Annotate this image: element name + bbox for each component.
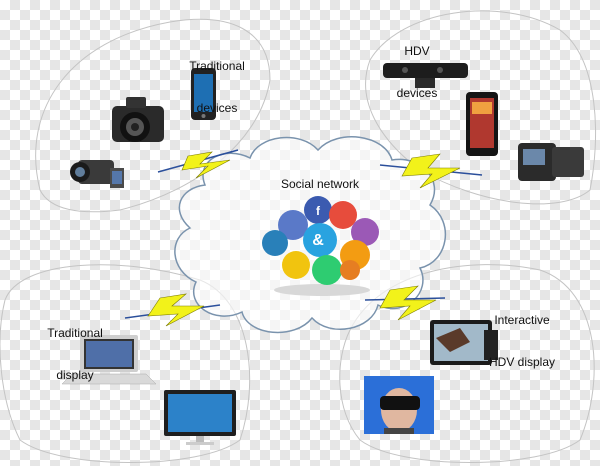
lightning-link-icon bbox=[181, 151, 231, 179]
label-line: Interactive bbox=[494, 313, 550, 327]
label-line: display bbox=[56, 368, 94, 382]
label-hdv-devices: HDV devices bbox=[372, 16, 462, 128]
lightning-link-icon bbox=[379, 285, 437, 321]
monitor-icon bbox=[164, 390, 236, 445]
tablet-icon bbox=[466, 92, 498, 156]
vr-headset-user-icon bbox=[364, 376, 434, 434]
lightning-link-icon bbox=[147, 293, 205, 327]
lightning-link-icon bbox=[401, 153, 461, 189]
hdv-camera-icon bbox=[518, 143, 584, 181]
group-outline-interactive-hdv bbox=[339, 264, 595, 463]
camcorder-icon bbox=[70, 160, 124, 188]
label-line: devices bbox=[196, 101, 238, 115]
label-line: Traditional bbox=[189, 59, 245, 73]
svg-text:f: f bbox=[316, 204, 321, 218]
group-outline-traditional-display bbox=[0, 264, 251, 463]
label-interactive-hdv-display: Interactive HDV display bbox=[472, 285, 572, 397]
group-outline-hdv-devices bbox=[365, 10, 597, 205]
label-line: HDV display bbox=[488, 355, 556, 369]
3d-display-icon bbox=[430, 320, 498, 365]
label-line: devices bbox=[396, 86, 438, 100]
label-line: HDV bbox=[404, 44, 430, 58]
label-line: Traditional bbox=[47, 326, 103, 340]
dslr-camera-icon bbox=[112, 97, 164, 142]
label-traditional-display: Traditional display bbox=[30, 298, 120, 410]
label-social-network: Social network bbox=[280, 177, 360, 191]
svg-text:&: & bbox=[312, 232, 324, 249]
social-media-bubbles-icon: & f bbox=[262, 196, 379, 296]
kinect-sensor-icon bbox=[383, 63, 468, 88]
laptop-icon bbox=[61, 335, 157, 385]
label-traditional-devices: Traditional devices bbox=[172, 31, 262, 143]
smartphone-icon bbox=[191, 68, 216, 120]
group-outline-traditional-devices bbox=[35, 18, 271, 213]
